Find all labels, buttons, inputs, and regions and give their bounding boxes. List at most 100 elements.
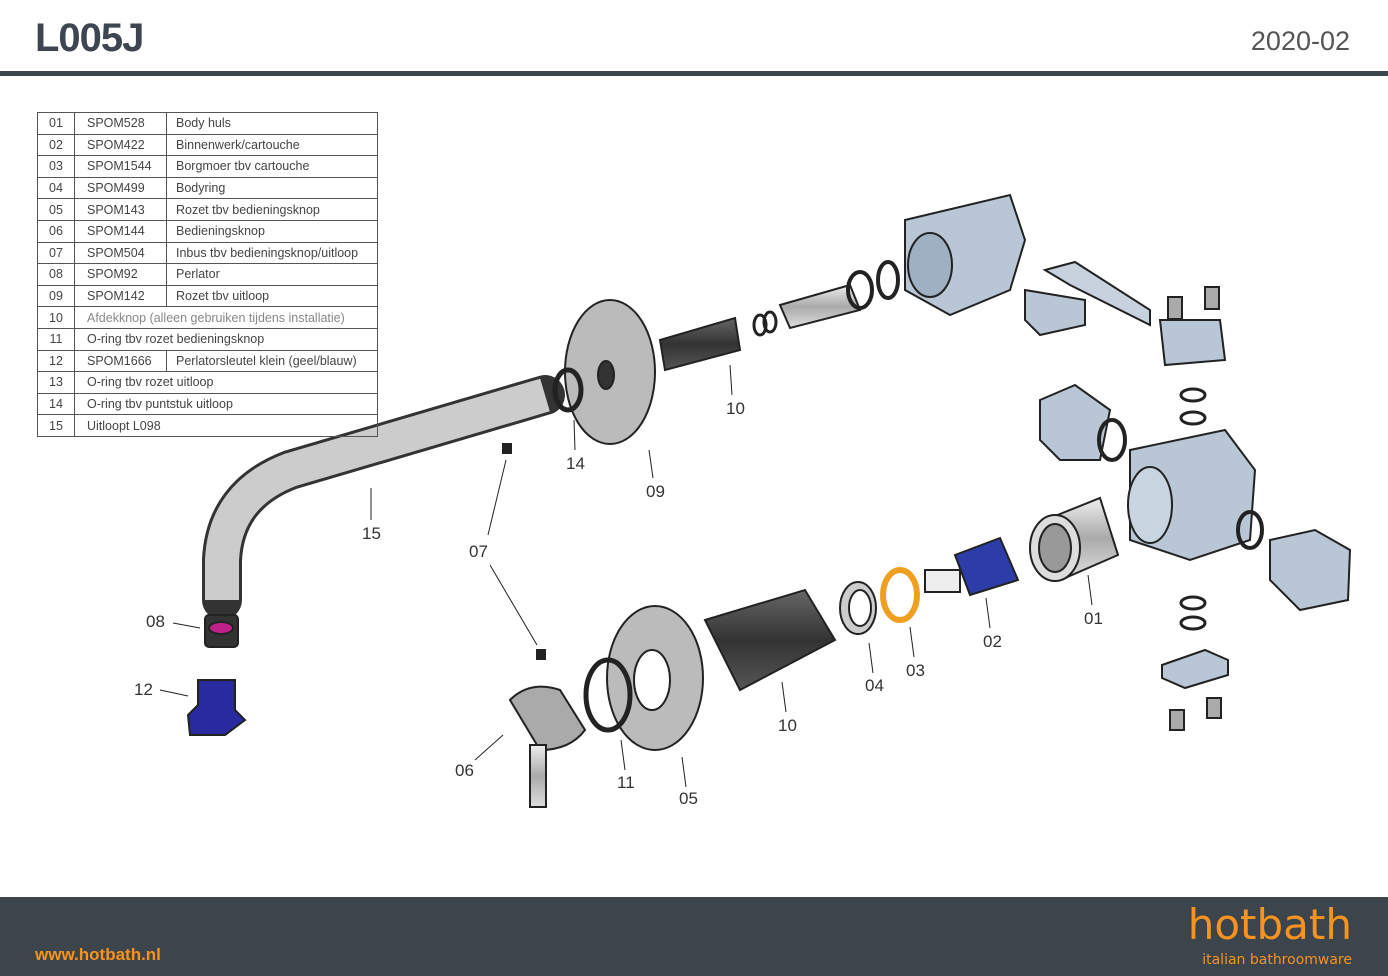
header-divider	[0, 71, 1388, 76]
knob-06	[508, 685, 587, 752]
part-number: 13	[37, 371, 75, 394]
part-code: SPOM528	[74, 112, 167, 135]
rosette-05-hole	[633, 649, 671, 711]
callout-11: 11	[617, 773, 635, 792]
oring	[1097, 418, 1127, 462]
footer: www.hotbath.nl hotbath italian bathroomw…	[0, 897, 1388, 976]
page-title: L005J	[35, 16, 144, 60]
part-number: 05	[37, 198, 75, 221]
oring-13	[876, 260, 900, 300]
bolt	[1169, 709, 1185, 731]
hex-screw-07	[536, 649, 546, 660]
oring	[1179, 410, 1207, 426]
part-description: Rozet tbv bedieningsknop	[166, 198, 378, 221]
part-number: 07	[37, 241, 75, 265]
callout-01: 01	[1084, 609, 1103, 628]
part-description: O-ring tbv rozet bedieningsknop	[74, 327, 378, 351]
part-code: SPOM1666	[74, 349, 167, 373]
part-description: O-ring tbv rozet uitloop	[74, 371, 378, 394]
part-description: Body huls	[166, 112, 378, 135]
part-number: 14	[37, 392, 75, 416]
bolt	[1167, 296, 1183, 320]
part-description: Afdekknop (alleen gebruiken tijdens inst…	[74, 306, 378, 329]
callout-03: 03	[906, 661, 925, 680]
cover-cap-10	[658, 316, 742, 372]
part-description: Bodyring	[166, 176, 378, 200]
part-number: 04	[37, 176, 75, 200]
callout-10-lower: 10	[778, 716, 797, 735]
cover-cap-10-lower	[703, 588, 837, 692]
part-description: Rozet tbv uitloop	[166, 284, 378, 308]
part-number: 03	[37, 155, 75, 178]
part-code: SPOM1544	[74, 155, 167, 178]
part-description: Borgmoer tbv cartouche	[166, 155, 378, 178]
part-description: Perlator	[166, 263, 378, 286]
callout-08: 08	[146, 612, 165, 631]
knob-lever	[529, 744, 547, 808]
brand-tagline: italian bathroomware	[1202, 952, 1352, 968]
side-connector	[1269, 528, 1352, 612]
leader-lines	[159, 364, 1093, 788]
body-sleeve-hole	[1038, 523, 1072, 573]
bodyring-hole	[848, 589, 872, 627]
cartridge-spindle	[924, 569, 961, 593]
part-code: SPOM142	[74, 284, 167, 308]
part-code: SPOM92	[74, 263, 167, 286]
callout-06: 06	[455, 761, 474, 780]
small-oring	[752, 313, 768, 337]
part-number: 15	[37, 414, 75, 437]
part-code: SPOM144	[74, 219, 167, 243]
part-number: 10	[37, 306, 75, 329]
part-description: Binnenwerk/cartouche	[166, 133, 378, 157]
aerator-insert	[208, 621, 234, 635]
oring-14	[552, 367, 584, 413]
part-number: 09	[37, 284, 75, 308]
lower-body	[1039, 383, 1112, 461]
upper-pipe	[1042, 260, 1151, 327]
website-link[interactable]: www.hotbath.nl	[35, 945, 161, 964]
oring	[1179, 595, 1207, 611]
spout-highlight	[205, 378, 550, 600]
part-description: Perlatorsleutel klein (geel/blauw)	[166, 349, 378, 373]
oring-11	[583, 657, 633, 733]
part-code: SPOM499	[74, 176, 167, 200]
small-oring	[762, 310, 778, 334]
part-number: 08	[37, 263, 75, 286]
part-description: O-ring tbv puntstuk uitloop	[74, 392, 378, 416]
rosette-09-hole	[597, 360, 615, 390]
callout-02: 02	[983, 632, 1002, 651]
hex-screw-07	[502, 443, 512, 454]
brand-logo: hotbath	[1187, 900, 1352, 949]
part-code: SPOM143	[74, 198, 167, 221]
oring	[1179, 615, 1207, 631]
callout-10-upper: 10	[726, 399, 745, 418]
main-body-face	[1127, 466, 1173, 544]
part-code: SPOM422	[74, 133, 167, 157]
upper-bracket	[1024, 288, 1086, 337]
part-description: Inbus tbv bedieningsknop/uitloop	[166, 241, 378, 265]
part-number: 01	[37, 112, 75, 135]
document-date: 2020-02	[1250, 26, 1350, 56]
part-code: SPOM504	[74, 241, 167, 265]
locknut-03	[880, 567, 920, 623]
callout-14: 14	[566, 454, 585, 473]
cartridge-02	[953, 536, 1020, 597]
callout-09: 09	[646, 482, 665, 501]
bolt	[1206, 697, 1222, 719]
callout-15: 15	[362, 524, 381, 543]
oring	[1236, 510, 1264, 550]
